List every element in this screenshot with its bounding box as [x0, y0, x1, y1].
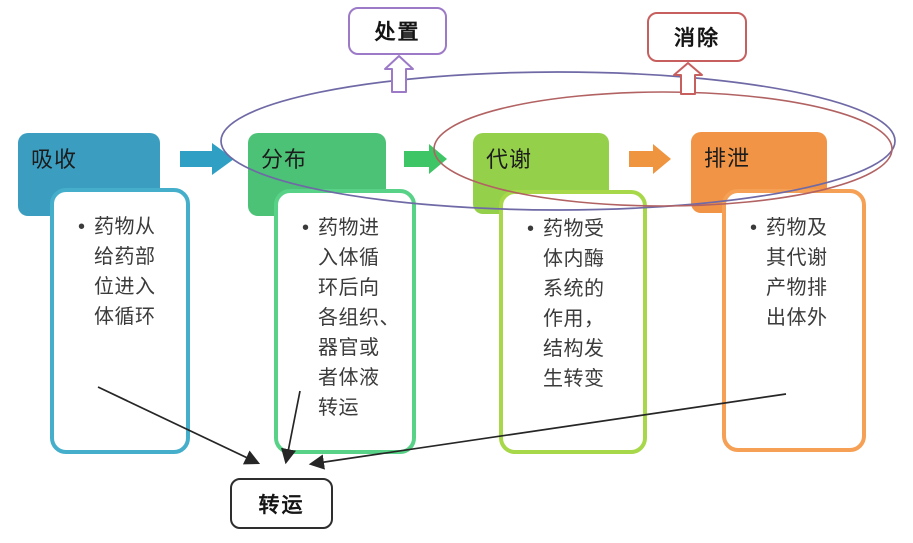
- stage-description-excretion: 药物及 其代谢 产物排 出体外: [766, 217, 828, 329]
- elimination-label: 消除: [674, 27, 720, 50]
- bullet-marker: •: [78, 216, 86, 238]
- stage-title-excretion: 排泄: [704, 146, 751, 171]
- stage-content-distribution: • 药物进 入体循 环后向 各组织、 器官或 者体液 转运: [274, 189, 416, 454]
- flow-arrow-metabolism-to-excretion: [629, 144, 671, 174]
- transport-label-box: 转运: [230, 478, 333, 529]
- bullet-marker: •: [527, 218, 535, 240]
- disposition-up-arrow: [384, 55, 414, 93]
- transport-label: 转运: [258, 493, 305, 517]
- stage-title-distribution: 分布: [261, 147, 308, 172]
- bullet-marker: •: [750, 217, 758, 239]
- elimination-label-box: 消除: [647, 12, 747, 62]
- stage-description-absorption: 药物从 给药部 位进入 体循环: [94, 216, 156, 328]
- stage-content-absorption: • 药物从 给药部 位进入 体循环: [50, 188, 190, 454]
- stage-description-distribution: 药物进 入体循 环后向 各组织、 器官或 者体液 转运: [318, 217, 400, 419]
- stage-title-absorption: 吸收: [31, 147, 78, 172]
- stage-title-metabolism: 代谢: [486, 147, 533, 172]
- flow-arrow-distribution-to-metabolism: [404, 144, 447, 174]
- bullet-marker: •: [302, 217, 310, 239]
- elimination-up-arrow: [673, 62, 703, 95]
- disposition-label-box: 处置: [348, 7, 447, 55]
- disposition-label: 处置: [374, 21, 421, 44]
- flow-arrow-absorption-to-distribution: [180, 143, 234, 175]
- stage-description-metabolism: 药物受 体内酶 系统的 作用， 结构发 生转变: [543, 218, 605, 390]
- stage-content-metabolism: • 药物受 体内酶 系统的 作用， 结构发 生转变: [499, 190, 647, 454]
- stage-content-excretion: • 药物及 其代谢 产物排 出体外: [722, 189, 866, 452]
